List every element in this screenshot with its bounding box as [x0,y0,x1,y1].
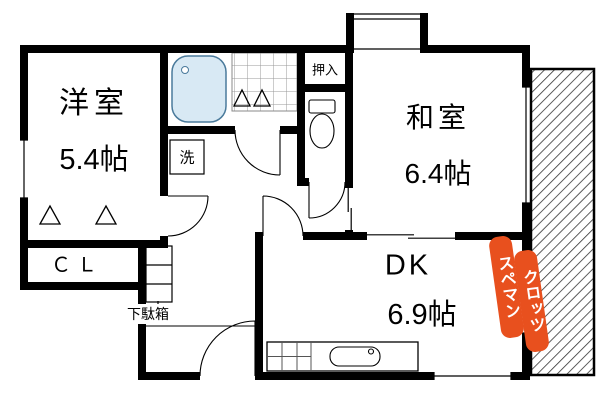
tile-floor-grid [231,52,298,112]
sliding-door-washitsu-dk [367,234,455,239]
laundry-label: 洗 [179,149,195,167]
stove-grid-icon [267,342,312,371]
dk-name: DK [384,249,432,282]
western-room-name: 洋室 [59,87,129,120]
western-room-size: 5.4帖 [59,144,129,176]
kitchen-sink-icon [329,346,381,367]
toilet-icon [308,99,336,149]
shoe-cabinet-label: 下駄箱 [125,304,171,324]
bathtub-icon [171,55,227,123]
window-left [20,139,28,199]
window-right-upper [522,86,530,204]
western-room-door-arc [167,195,209,237]
door-swing-arcs [167,129,346,377]
shoe-cabinet-box [145,245,173,306]
entrance-door-arc [199,320,256,377]
window-bottom [433,372,512,380]
oshiire-label: 押入 [311,62,339,78]
cl-label: ＣＬ [51,254,103,277]
kitchen-counter [266,341,419,372]
bathroom-door-arc [234,129,281,176]
japanese-room-size: 6.4帖 [404,158,472,189]
dk-size: 6.9帖 [387,299,457,331]
bifold-door-marks [38,88,272,225]
dk-door-arc [262,195,304,237]
laundry-box [169,139,205,175]
japanese-room-name: 和室 [405,102,471,133]
sliding-door-hall-washitsu [347,188,352,230]
bay-window-top [346,13,428,50]
toilet-door-arc [308,181,346,219]
